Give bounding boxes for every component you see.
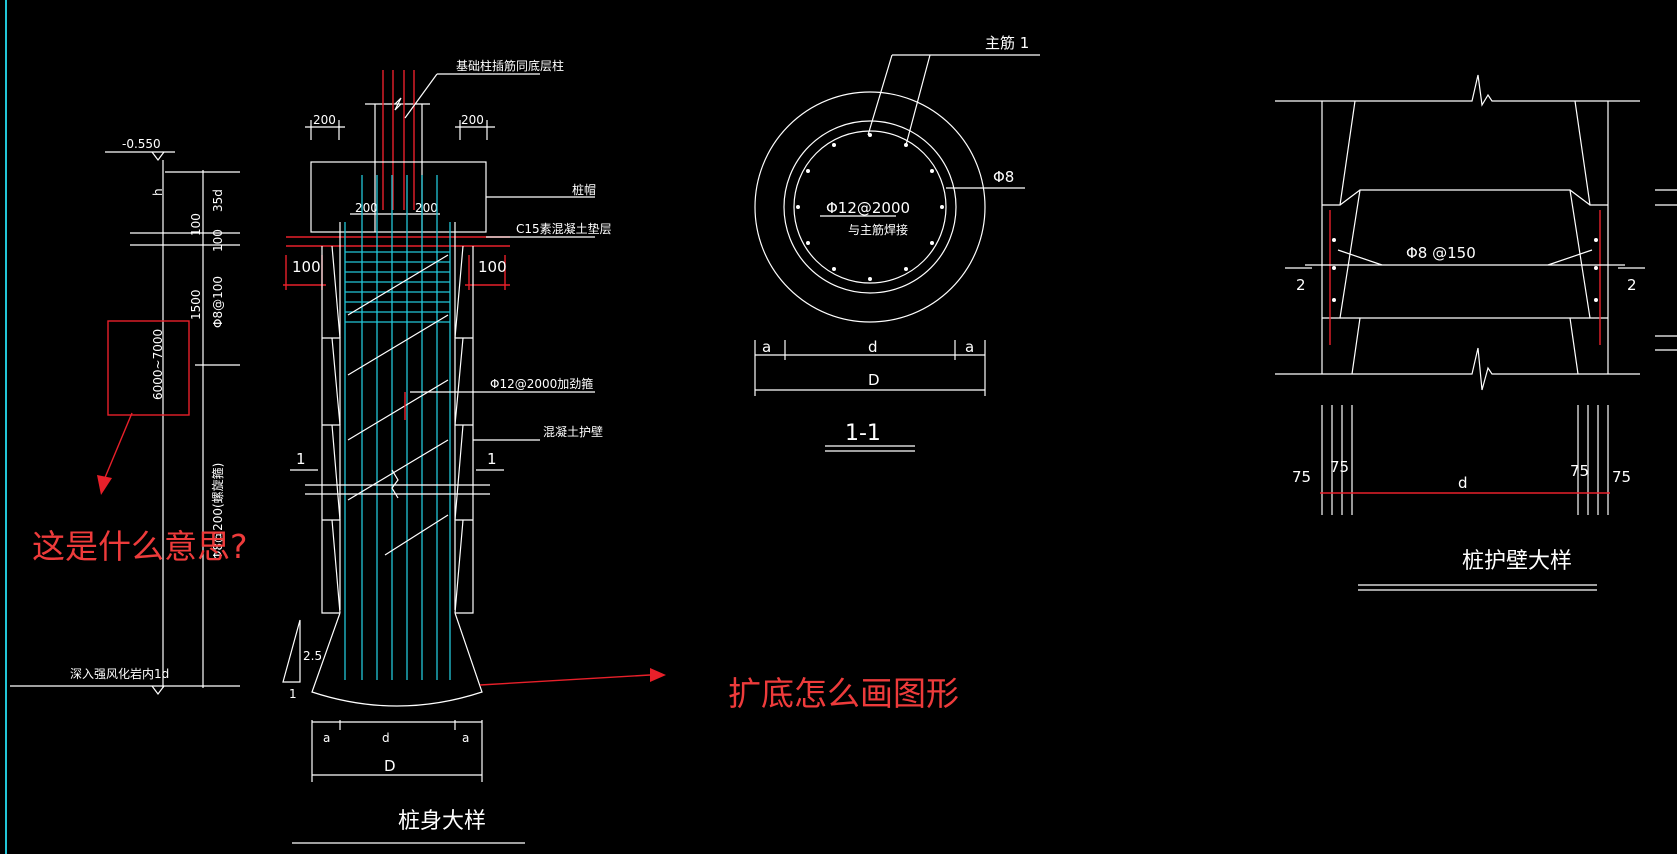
- label-wall: 混凝土护壁: [543, 424, 603, 439]
- pile-rebar: [344, 175, 451, 680]
- wall-dim-75-2: 75: [1330, 458, 1349, 476]
- label-column: 基础柱插筋同底层柱: [456, 58, 564, 73]
- dim-200-right: 200: [461, 113, 484, 127]
- dim-inner-200-right: 200: [415, 201, 438, 215]
- sec-dim-a2: a: [965, 338, 974, 356]
- wall-dim-75-1: 75: [1292, 468, 1311, 486]
- bottom-dim-d: d: [382, 731, 390, 745]
- section-1-1: 主筋 1 Φ8 Φ12@2000 与主筋焊接 a d a D 1-1: [754, 34, 1040, 452]
- label-c15: C15素混凝土垫层: [516, 221, 612, 236]
- bottom-dim-a1: a: [323, 731, 330, 745]
- wall-section-right-2: 2: [1627, 276, 1637, 294]
- dim-100-left: 100: [292, 258, 321, 276]
- highlight-box-6000-7000: [107, 320, 190, 416]
- bottom-dim-D: D: [384, 757, 396, 775]
- pile-detail: -0.550 h 35d 100 100 1500 Φ8@100 Φ8@200(…: [10, 58, 666, 844]
- slope-bottom: 1: [289, 687, 297, 701]
- elevation-label: -0.550: [122, 137, 161, 151]
- label-phi12-2000: Φ12@2000加劲箍: [490, 376, 593, 391]
- wall-dim-75-3: 75: [1570, 462, 1589, 480]
- label-main-bar: 主筋 1: [985, 34, 1029, 52]
- wall-label-phi8: Φ8 @150: [1406, 244, 1476, 262]
- section-mark-left: 1: [296, 450, 306, 468]
- annotation-question-2: 扩底怎么画图形: [728, 674, 959, 713]
- wall-dim-d: d: [1458, 474, 1468, 492]
- sec-dim-a1: a: [762, 338, 771, 356]
- pile-core-outline: [339, 222, 456, 610]
- wall-section-left-2: 2: [1296, 276, 1306, 294]
- label-rock: 深入强风化岩内1d: [70, 666, 169, 681]
- arrow-to-bell: [479, 674, 651, 686]
- wall-detail-title: 桩护壁大样: [1462, 549, 1572, 574]
- dim-100-right: 100: [478, 258, 507, 276]
- label-phi8: Φ8: [993, 168, 1014, 186]
- label-phi12: Φ12@2000: [826, 199, 910, 217]
- pile-cap: [310, 161, 487, 233]
- section-mark-right: 1: [487, 450, 497, 468]
- dim-phi8-100: Φ8@100: [211, 276, 225, 328]
- pile-bell-bottom: [311, 612, 483, 707]
- pile-detail-title: 桩身大样: [398, 809, 486, 834]
- bottom-dim-a2: a: [462, 731, 469, 745]
- dim-phi8-200: Φ8@200(螺旋箍): [210, 463, 225, 560]
- sec-dim-d: d: [868, 338, 878, 356]
- sec-dim-D: D: [868, 371, 880, 389]
- dim-200-left: 200: [313, 113, 336, 127]
- annotations: 这是什么意思? 扩底怎么画图形: [32, 412, 959, 713]
- dim-100a: 100: [189, 213, 203, 236]
- dim-35d: 35d: [211, 189, 225, 212]
- section-1-1-title: 1-1: [845, 421, 881, 446]
- main-bar-dots: [796, 133, 944, 281]
- dim-1500: 1500: [189, 289, 203, 320]
- wall-dim-75-4: 75: [1612, 468, 1631, 486]
- wall-detail: Φ8 @150 2 2 75 75 d 75 75 桩护壁大样: [1275, 74, 1677, 591]
- slope-top: 2.5: [303, 649, 322, 663]
- dim-h: h: [151, 188, 165, 196]
- dim-6000-7000: 6000~7000: [151, 329, 165, 400]
- label-weld: 与主筋焊接: [848, 222, 908, 237]
- dim-100b: 100: [211, 229, 225, 252]
- annotation-question-1: 这是什么意思?: [32, 527, 248, 566]
- dim-inner-200-left: 200: [355, 201, 378, 215]
- label-cap: 桩帽: [572, 182, 596, 197]
